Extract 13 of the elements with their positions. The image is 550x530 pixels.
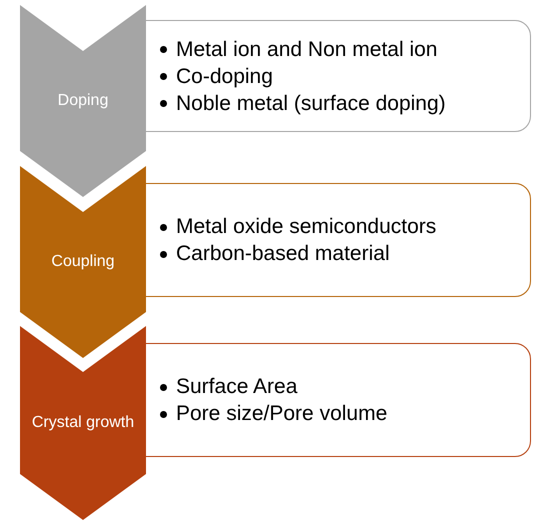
text-panel xyxy=(145,183,531,297)
list-item-text: Pore size/Pore volume xyxy=(176,402,388,425)
list-item-text: Carbon-based material xyxy=(176,242,390,265)
step-label: Crystal growth xyxy=(30,413,136,433)
step-label: Doping xyxy=(56,91,110,111)
list-item-text: Surface Area xyxy=(176,375,298,398)
list-item-text: Co-doping xyxy=(176,64,273,88)
list-item-text: Metal oxide semiconductors xyxy=(176,215,436,238)
text-panel xyxy=(145,343,531,457)
text-panel xyxy=(145,20,531,132)
list-item-text: Noble metal (surface doping) xyxy=(176,92,446,114)
step-label: Coupling xyxy=(50,252,116,272)
list-item-text: Metal ion and Non metal ion xyxy=(176,38,438,60)
